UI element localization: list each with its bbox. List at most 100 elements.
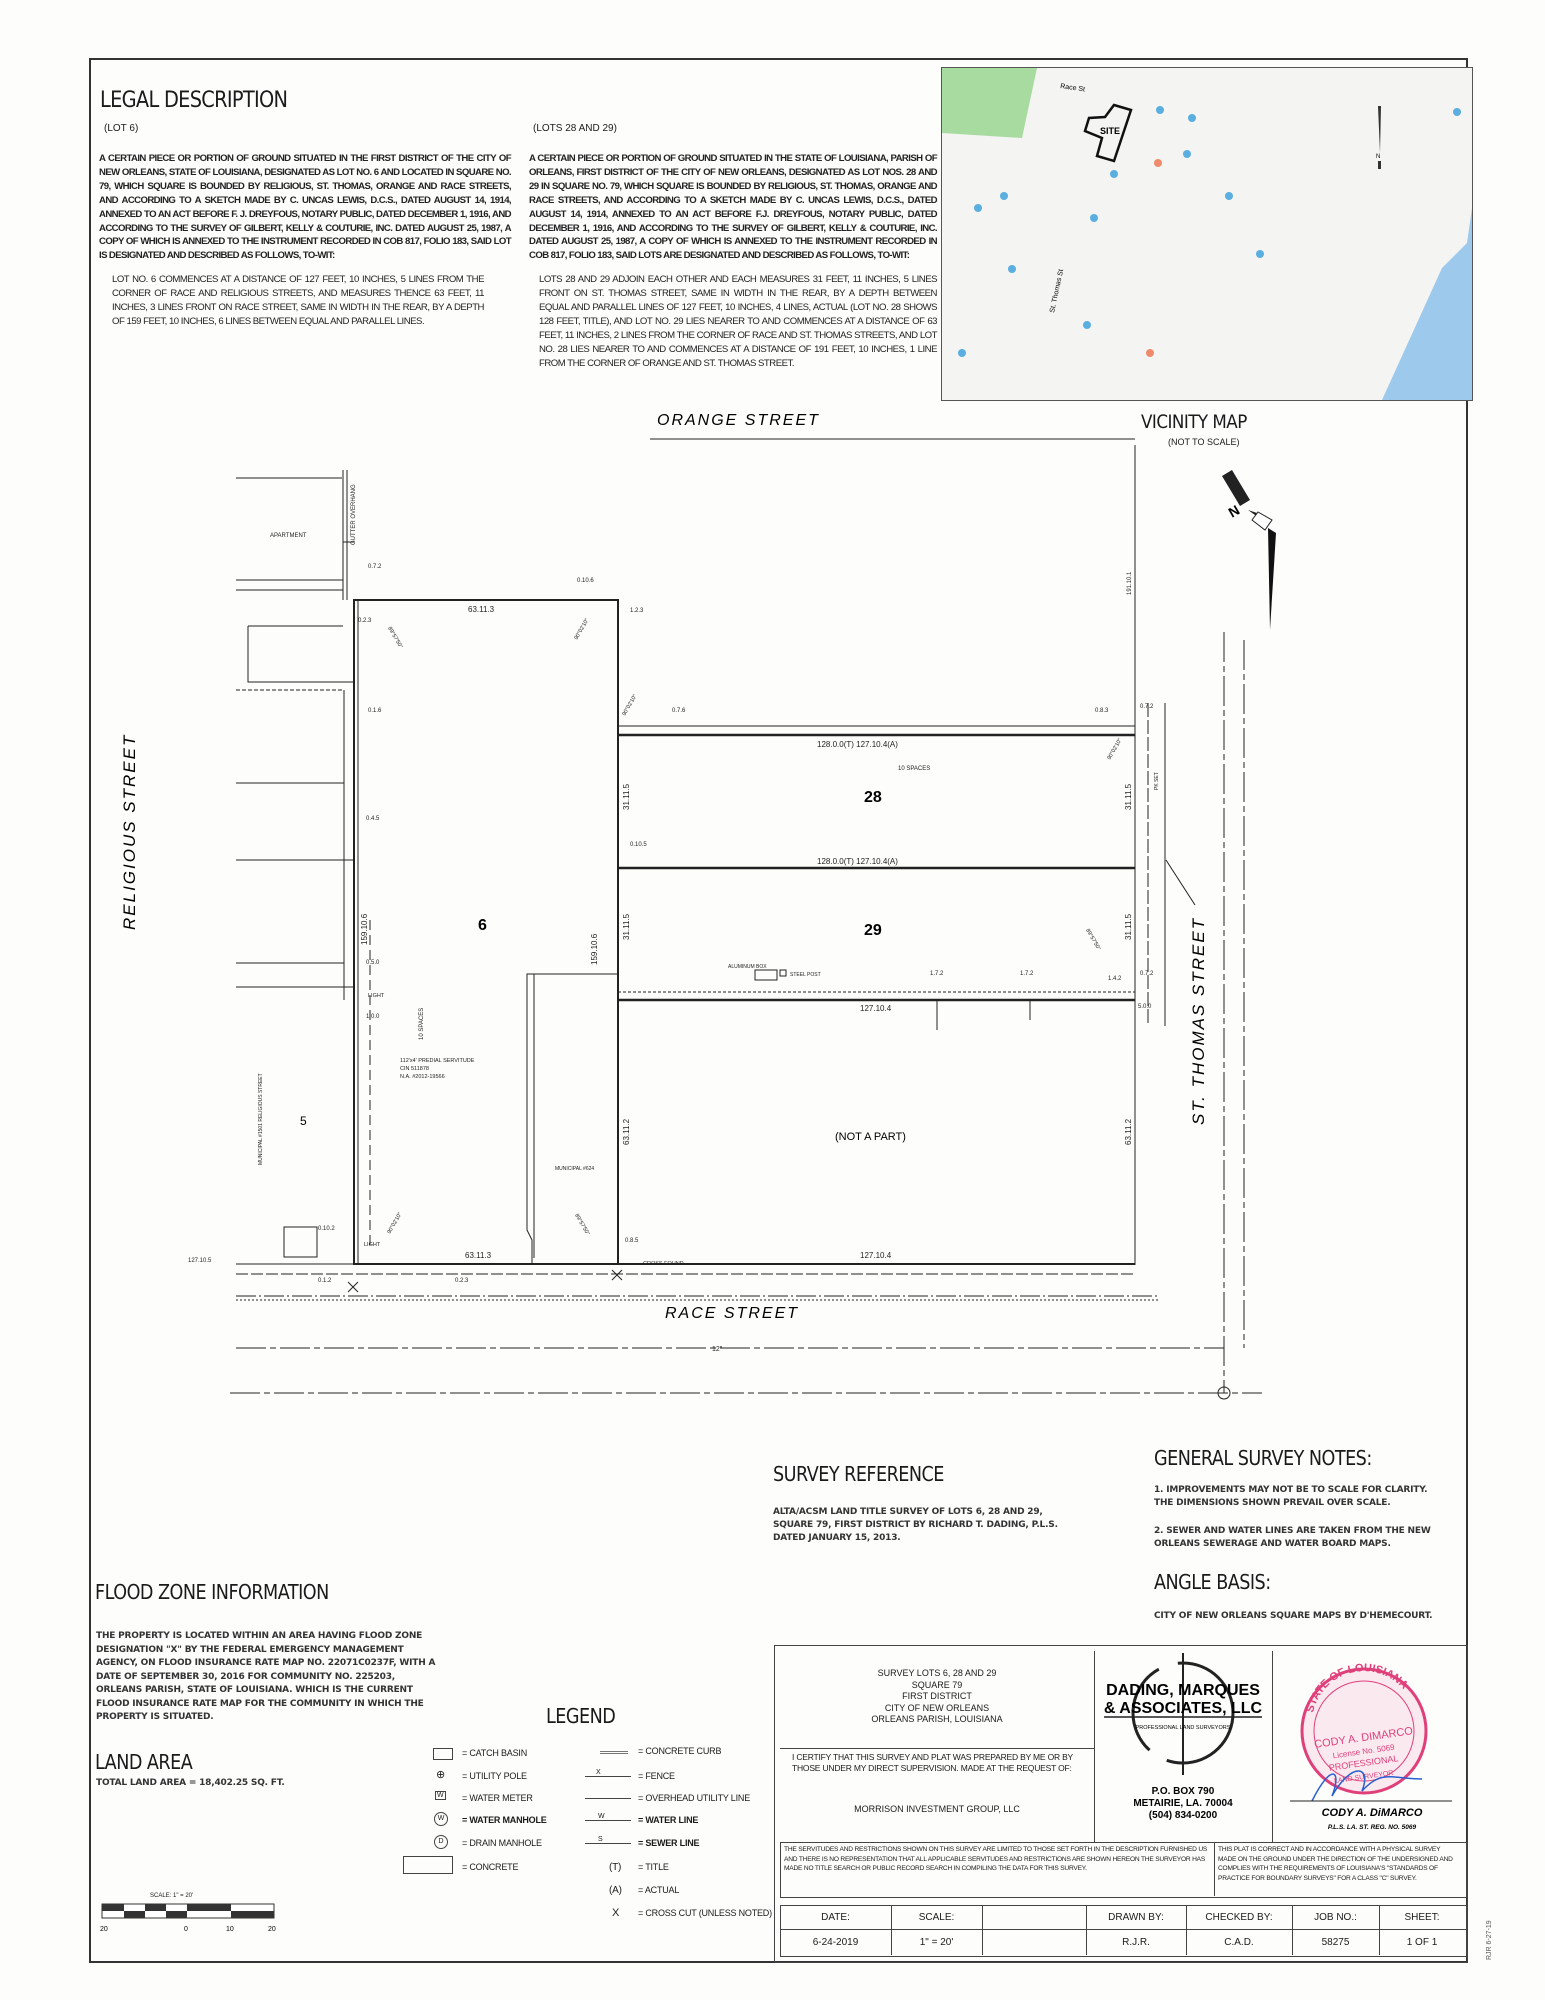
svg-text:0.7.2: 0.7.2 — [1140, 971, 1154, 977]
divider — [1214, 1842, 1215, 1896]
surveyor-seal: STATE OF LOUISIANA CODY A. DIMARCO Licen… — [1290, 1662, 1452, 1831]
lot-5-number: 5 — [300, 1114, 307, 1128]
svg-text:12": 12" — [712, 1346, 723, 1353]
concrete-curb-icon — [600, 1751, 628, 1754]
catch-basin-icon — [433, 1748, 453, 1760]
title-symbol: (T) — [609, 1862, 622, 1873]
svg-text:0.5.0: 0.5.0 — [366, 960, 380, 966]
table-value: 6-24-2019 — [812, 1937, 859, 1948]
flood-zone-text: THE PROPERTY IS LOCATED WITHIN AN AREA H… — [96, 1631, 436, 1722]
svg-text:0.7.2: 0.7.2 — [1140, 704, 1154, 710]
race-street-label: RACE STREET — [665, 1305, 799, 1322]
svg-text:N.A. #2012-19566: N.A. #2012-19566 — [400, 1074, 445, 1080]
servitudes-row — [780, 1842, 1467, 1898]
divider — [1292, 1905, 1293, 1955]
svg-text:0.7.6: 0.7.6 — [672, 708, 686, 714]
svg-text:1.4.2: 1.4.2 — [1108, 976, 1122, 982]
flood-zone-title: FLOOD ZONE INFORMATION — [95, 1580, 329, 1604]
svg-text:LIGHT: LIGHT — [364, 1242, 381, 1248]
svg-text:31.11.5: 31.11.5 — [1124, 783, 1133, 810]
angle-basis-title: ANGLE BASIS: — [1154, 1570, 1271, 1594]
vicinity-map: Race St St. Thomas St SITE N — [941, 67, 1473, 401]
surveyor-reg: P.L.S. LA. ST. REG. NO. 5069 — [1328, 1824, 1417, 1831]
title-block — [774, 1645, 1468, 1963]
scale-bar: 20 0 10 20 — [100, 1903, 276, 1933]
svg-text:CIN 511878: CIN 511878 — [400, 1066, 429, 1072]
divider — [982, 1905, 983, 1955]
svg-text:63.11.2: 63.11.2 — [1124, 1118, 1133, 1145]
st-thomas-street-label: ST. THOMAS STREET — [1189, 917, 1208, 1125]
svg-text:10 SPACES: 10 SPACES — [898, 766, 930, 772]
lot-6-number: 6 — [478, 917, 487, 934]
water-manhole-icon: W — [434, 1812, 448, 1826]
svg-text:89°57'50": 89°57'50" — [1084, 928, 1101, 951]
land-area-title: LAND AREA — [95, 1750, 193, 1774]
cross-cut-icon: X — [612, 1907, 620, 1919]
svg-text:89°57'50": 89°57'50" — [386, 626, 403, 649]
lots2829-column: A CERTAIN PIECE OR PORTION OF GROUND SIT… — [529, 152, 938, 371]
angle-basis-text: CITY OF NEW ORLEANS SQUARE MAPS BY D'HEM… — [1154, 1611, 1433, 1621]
plat-correct-text: THIS PLAT IS CORRECT AND IN ACCORDANCE W… — [1218, 1846, 1453, 1882]
legend-concrete: = CONCRETE — [462, 1862, 519, 1872]
svg-text:159.10.6: 159.10.6 — [360, 913, 369, 945]
project-line: ORLEANS PARISH, LOUISIANA — [871, 1714, 1003, 1724]
divider — [1186, 1905, 1187, 1955]
legend-title: = TITLE — [638, 1862, 669, 1872]
svg-text:0.2.3: 0.2.3 — [358, 618, 372, 624]
lot6-heading: (LOT 6) — [104, 123, 139, 134]
vicinity-map-title: VICINITY MAP — [1141, 411, 1247, 433]
svg-text:127.10.4: 127.10.4 — [860, 1004, 892, 1013]
project-line: SQUARE 79 — [911, 1679, 963, 1690]
lots2829-description: A CERTAIN PIECE OR PORTION OF GROUND SIT… — [529, 153, 938, 262]
map-site-outline: SITE — [1083, 103, 1133, 163]
project-cell: SURVEY LOTS 6, 28 AND 29 SQUARE 79 FIRST… — [780, 1651, 1095, 1749]
svg-text:N: N — [1376, 154, 1380, 160]
svg-text:0.10.2: 0.10.2 — [318, 1226, 335, 1232]
servitudes-text: THE SERVITUDES AND RESTRICTIONS SHOWN ON… — [784, 1846, 1208, 1872]
map-street-race: Race St — [1060, 83, 1086, 93]
project-line: FIRST DISTRICT — [902, 1691, 972, 1701]
svg-text:GUTTER OVERHANG: GUTTER OVERHANG — [351, 484, 357, 545]
map-north-arrow: N — [1376, 106, 1381, 169]
scale-tick: 20 — [268, 1926, 276, 1933]
divider — [1379, 1905, 1380, 1955]
svg-text:0.4.5: 0.4.5 — [366, 816, 380, 822]
svg-text:ALUMINUM BOX: ALUMINUM BOX — [728, 964, 767, 970]
firm-name-line2: & ASSOCIATES, LLC — [1104, 1700, 1263, 1717]
firm-address-1: P.O. BOX 790 — [1152, 1786, 1215, 1797]
firm-badge: PROFESSIONAL LAND SURVEYORS — [1136, 1725, 1231, 1731]
lot-29-number: 29 — [864, 922, 882, 939]
scale-tick: 0 — [184, 1926, 188, 1933]
land-area-text: TOTAL LAND AREA = 18,402.25 SQ. FT. — [96, 1778, 285, 1788]
legal-description-title: LEGAL DESCRIPTION — [100, 88, 288, 113]
svg-text:STEEL POST: STEEL POST — [790, 972, 821, 978]
svg-text:63.11.3: 63.11.3 — [468, 605, 495, 614]
surveyor-name: CODY A. DiMARCO — [1322, 1807, 1423, 1819]
svg-text:5.0.0: 5.0.0 — [1138, 1004, 1152, 1010]
svg-text:31.11.5: 31.11.5 — [1124, 913, 1133, 940]
lot6-description: A CERTAIN PIECE OR PORTION OF GROUND SIT… — [99, 153, 512, 262]
lot-28-number: 28 — [864, 789, 882, 806]
svg-text:1.7.2: 1.7.2 — [1020, 971, 1034, 977]
svg-text:10 SPACES: 10 SPACES — [419, 1008, 425, 1040]
scale-tick: 20 — [100, 1926, 108, 1933]
svg-text:0.2.3: 0.2.3 — [455, 1278, 469, 1284]
legend-water-manhole: = WATER MANHOLE — [462, 1815, 547, 1825]
svg-text:MUNICIPAL #624: MUNICIPAL #624 — [555, 1166, 594, 1172]
map-park — [942, 68, 1037, 138]
survey-reference-title: SURVEY REFERENCE — [773, 1462, 944, 1486]
orange-street-label: ORANGE STREET — [657, 412, 820, 429]
svg-text:0.1.6: 0.1.6 — [368, 708, 382, 714]
map-pins — [958, 106, 1461, 357]
table-header: SCALE: — [918, 1911, 955, 1923]
svg-text:PK SET: PK SET — [1154, 772, 1160, 790]
lots2829-detail: LOTS 28 AND 29 ADJOIN EACH OTHER AND EAC… — [539, 274, 938, 369]
table-header: DRAWN BY: — [1108, 1911, 1164, 1923]
legend-actual: = ACTUAL — [638, 1885, 680, 1895]
svg-text:1.7.2: 1.7.2 — [930, 971, 944, 977]
legend-water-meter: = WATER METER — [462, 1793, 533, 1803]
religious-street-label: RELIGIOUS STREET — [120, 734, 139, 930]
svg-text:0.8.5: 0.8.5 — [625, 1238, 639, 1244]
svg-text:159.10.6: 159.10.6 — [590, 933, 599, 965]
